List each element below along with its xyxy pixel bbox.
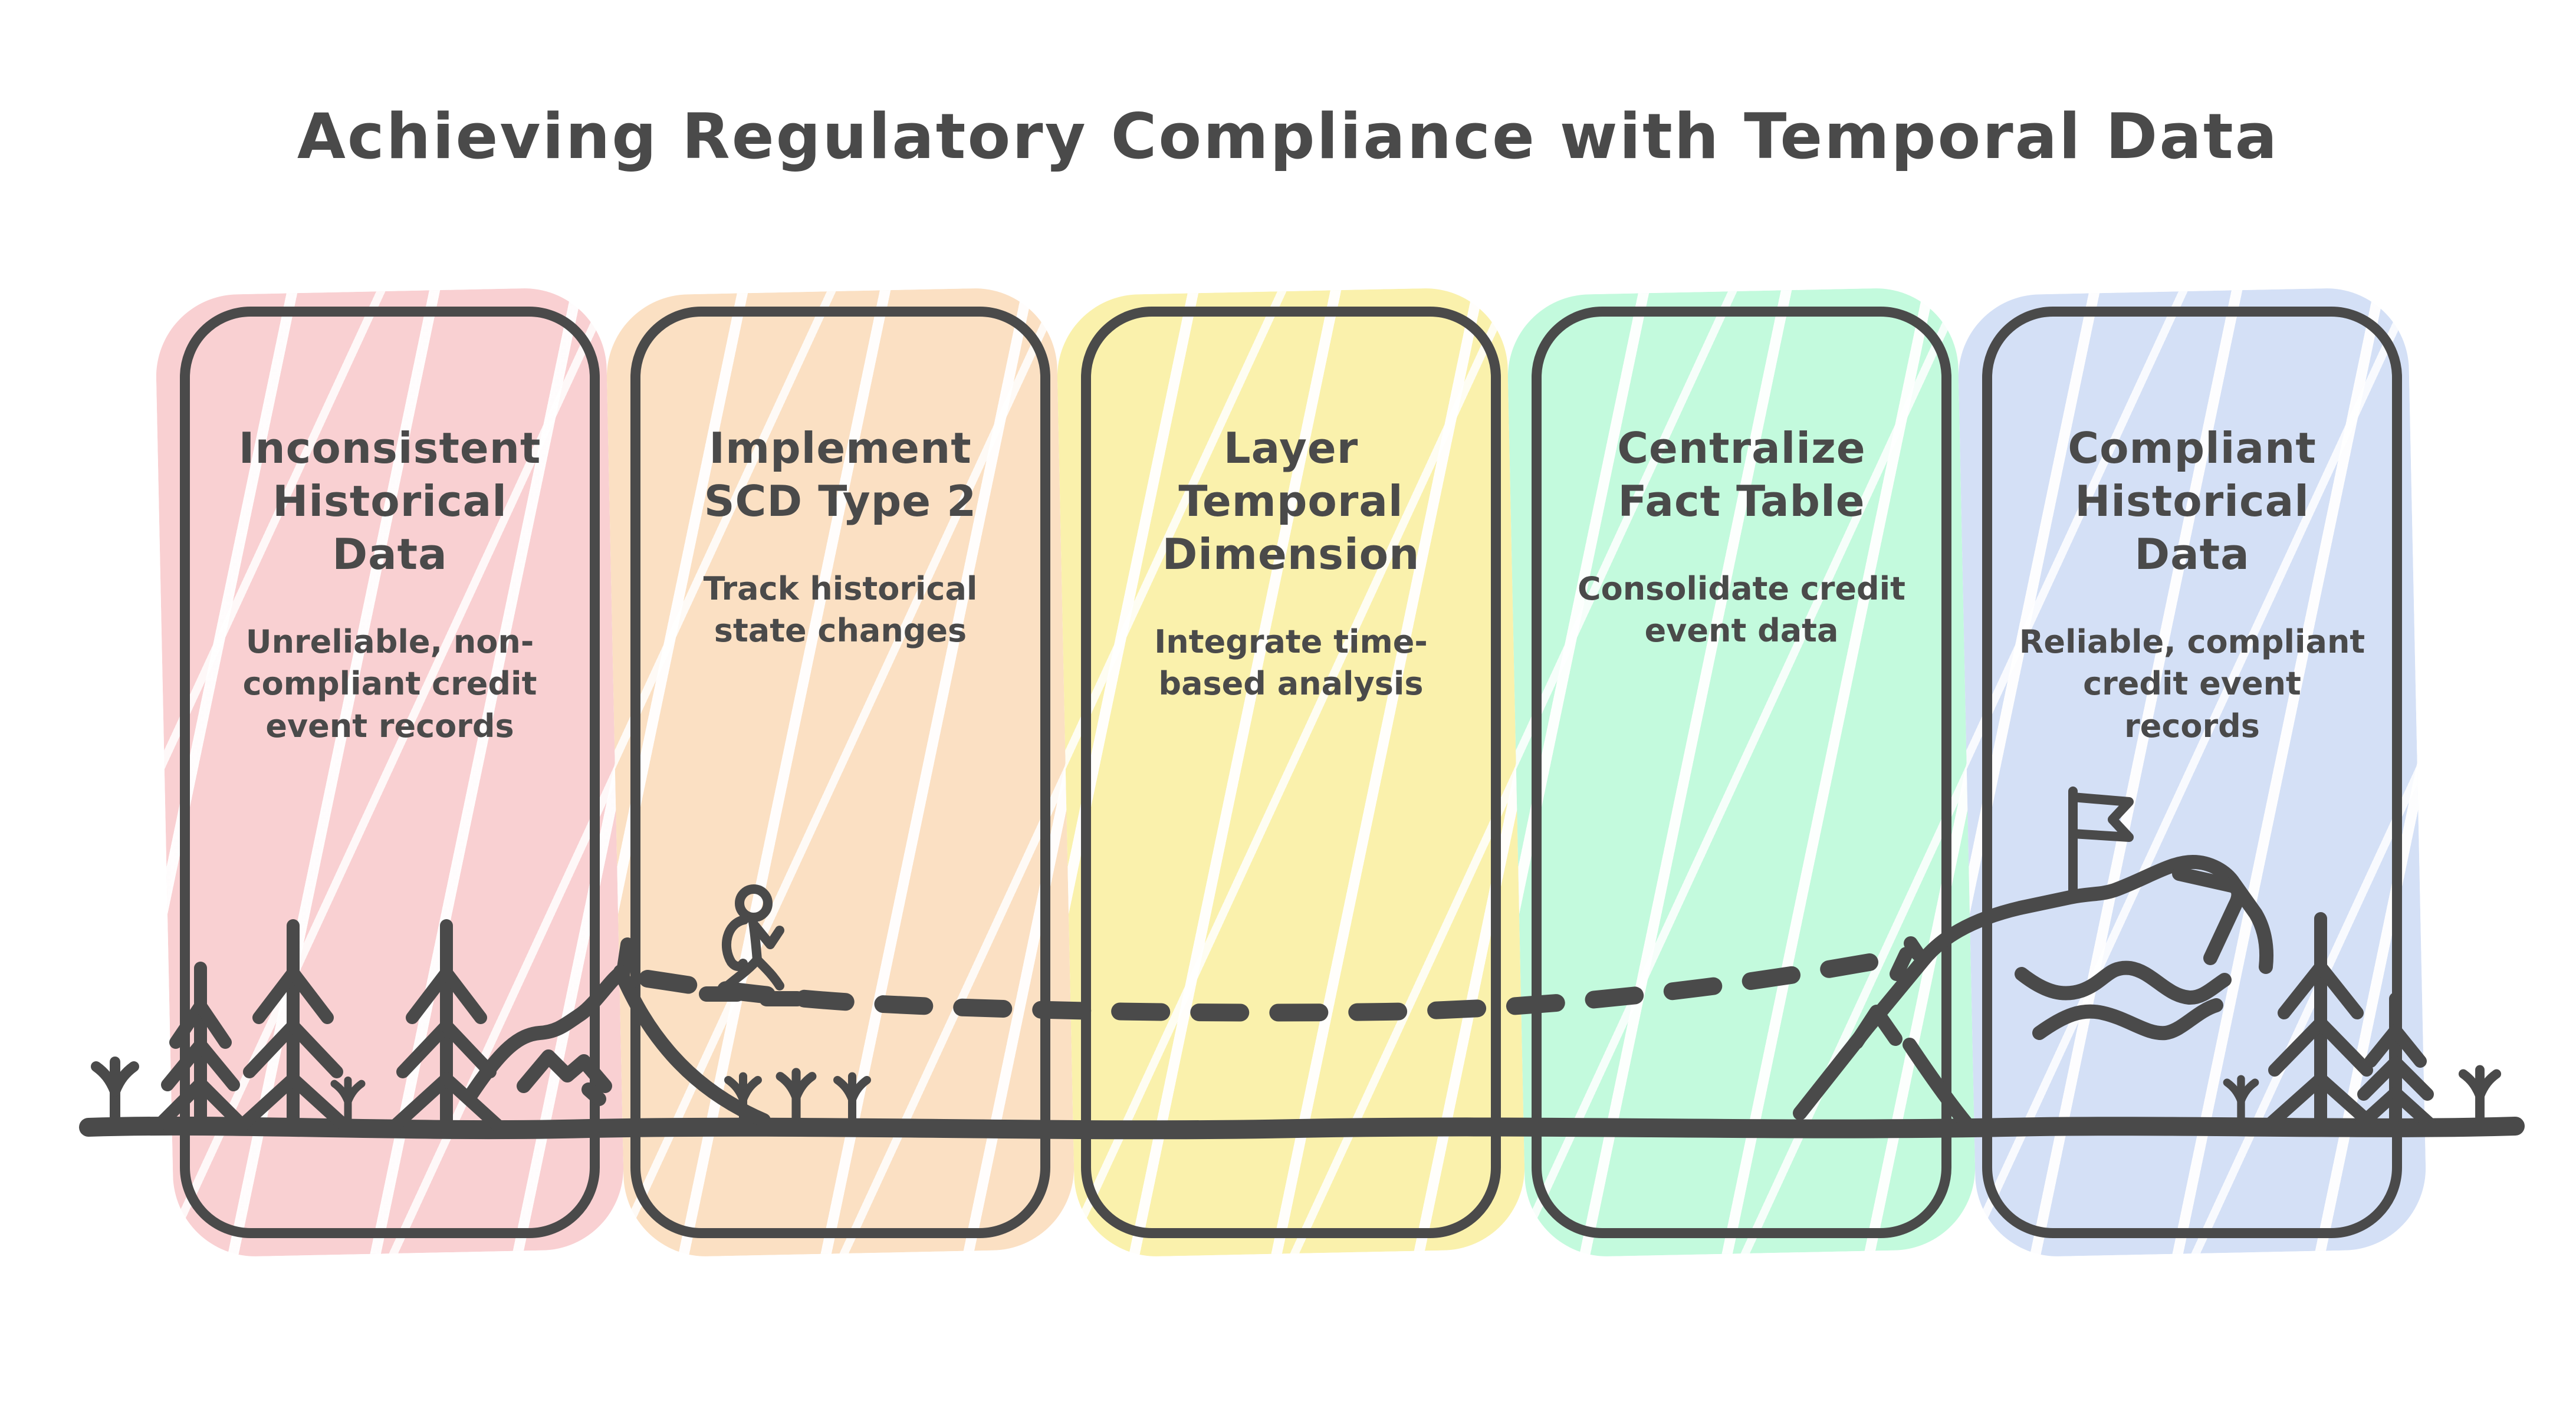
card-content: Compliant Historical Data Reliable, comp… [1992, 317, 2392, 1228]
card-subtitle: Consolidate credit event data [1577, 570, 1905, 650]
card-title: Layer Temporal Dimension [1162, 423, 1420, 579]
sprout-icon [2463, 1070, 2496, 1128]
card-subtitle: Integrate time-based analysis [1154, 623, 1428, 703]
page-title: Achieving Regulatory Compliance with Tem… [297, 100, 2279, 173]
card-content: Centralize Fact Table Consolidate credit… [1542, 317, 1941, 1228]
card-content: Inconsistent Historical Data Unreliable,… [190, 317, 590, 1228]
step-card-scd-type-2: Implement SCD Type 2 Track historical st… [604, 287, 1076, 1258]
step-card-temporal-dimension: Layer Temporal Dimension Integrate time-… [1055, 287, 1527, 1258]
step-card-problem: Inconsistent Historical Data Unreliable,… [154, 287, 626, 1258]
card-title: Compliant Historical Data [2068, 423, 2317, 579]
step-card-outcome: Compliant Historical Data Reliable, comp… [1956, 287, 2428, 1258]
card-content: Layer Temporal Dimension Integrate time-… [1091, 317, 1491, 1228]
card-subtitle: Track historical state changes [703, 570, 978, 650]
step-card-fact-table: Centralize Fact Table Consolidate credit… [1506, 287, 1977, 1258]
card-subtitle: Unreliable, non-compliant credit event r… [242, 623, 537, 745]
card-subtitle: Reliable, compliant credit event records [2019, 623, 2365, 745]
card-title: Inconsistent Historical Data [238, 423, 541, 579]
card-title: Centralize Fact Table [1617, 423, 1866, 526]
card-content: Implement SCD Type 2 Track historical st… [640, 317, 1040, 1228]
card-title: Implement SCD Type 2 [704, 423, 977, 526]
sprout-icon [96, 1062, 134, 1128]
